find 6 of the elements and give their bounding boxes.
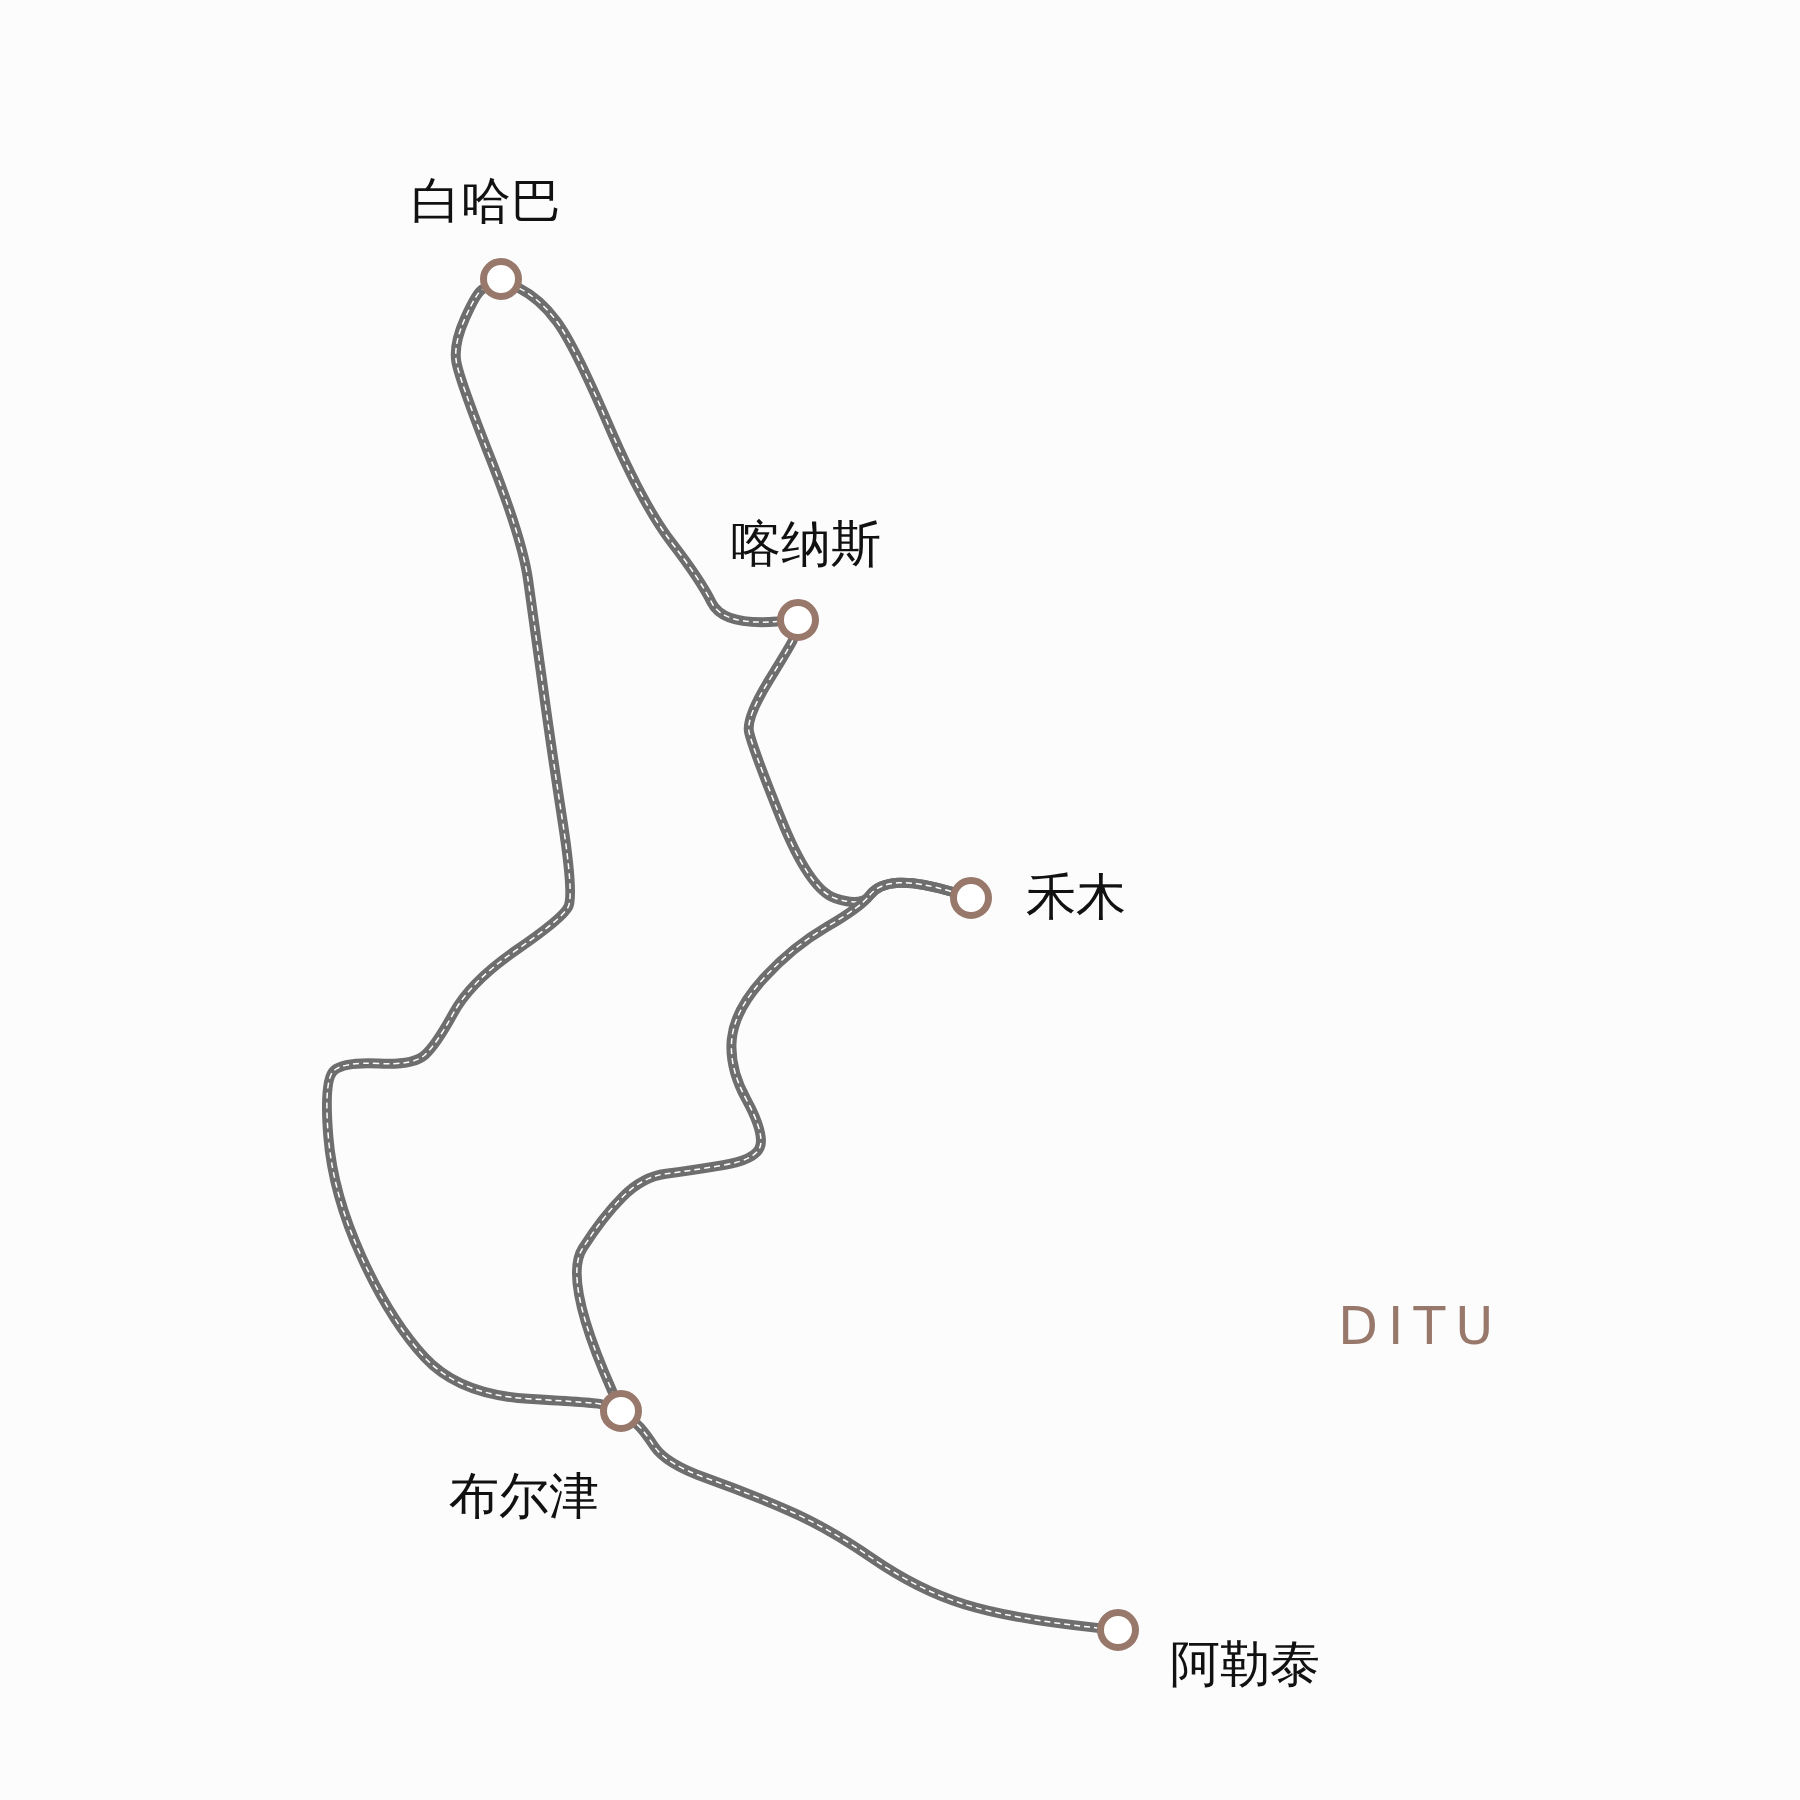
place-name: 阿勒泰 [1169, 1639, 1320, 1690]
place-name: 白哈巴 [410, 175, 561, 226]
place-name: 布尔津 [448, 1470, 599, 1521]
place-name: 喀纳斯 [731, 518, 882, 569]
place-name: 禾木 [1026, 872, 1127, 923]
map-caption: DITU [1338, 1300, 1504, 1352]
